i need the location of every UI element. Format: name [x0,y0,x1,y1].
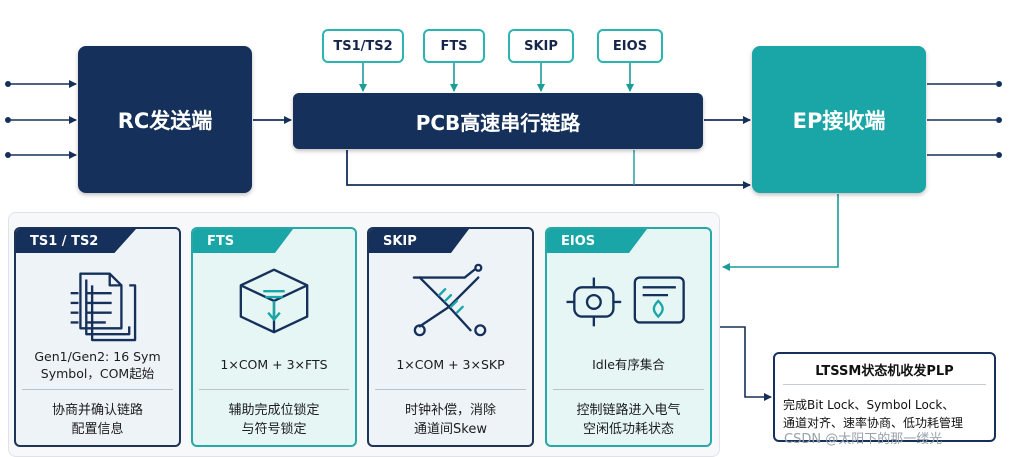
card-format: Idle有序集合 [547,342,710,387]
tag-eios: EIOS [597,29,663,63]
watermark: CSDN @太阳下的那一缕光 [784,432,943,447]
ep-label: EP接收端 [792,108,886,133]
ltssm-description: 完成Bit Lock、Symbol Lock、 通道对齐、速率协商、低功耗管理 [783,396,988,432]
ltssm-description-line: 完成Bit Lock、Symbol Lock、 [783,398,955,412]
lock-cube-icon [239,268,309,334]
tag-ts1-ts2: TS1/TS2 [322,29,404,63]
tag-fts: FTS [423,29,485,63]
card-skip: SKIP 1×COM + 3×SKP 时钟补偿，消除 通道间Skew [367,227,534,447]
card-fts: FTS 1×COM + 3×FTS 辅助完成位锁定 与符号锁定 [191,227,357,447]
power-gear-icon [566,276,685,327]
card-description: 辅助完成位锁定 与符号锁定 [193,394,355,445]
card-description-line: 配置信息 [71,422,124,437]
card-format-line: Symbol，COM起始 [40,365,155,381]
pcb-link-block: PCB高速串行链路 [293,93,703,149]
card-title: TS1 / TS2 [16,229,136,253]
card-title: FTS [193,229,293,253]
card-divider [375,389,526,390]
card-description-line: 辅助完成位锁定 [228,403,320,418]
card-format: 1×COM + 3×FTS [193,342,355,387]
tag-skip: SKIP [508,29,574,63]
tag-label: FTS [440,38,468,54]
card-description: 协商并确认链路 配置信息 [16,394,179,445]
card-format-line: 1×COM + 3×SKP [396,357,505,372]
crossing-paths-icon [412,263,487,337]
card-description-line: 空闲低功耗状态 [582,422,674,437]
ltssm-title: LTSSM状态机收发PLP [815,364,954,379]
card-format: 1×COM + 3×SKP [369,342,532,387]
card-divider [199,389,349,390]
card-title: EIOS [547,229,647,253]
card-format-line: 1×COM + 3×FTS [220,357,328,372]
pcb-label: PCB高速串行链路 [415,110,581,135]
ltssm-box: LTSSM状态机收发PLP 完成Bit Lock、Symbol Lock、 通道… [773,352,996,442]
card-description: 时钟补偿，消除 通道间Skew [369,394,532,445]
card-title: SKIP [369,229,469,253]
tag-label: TS1/TS2 [333,38,393,54]
document-stack-icon [70,272,137,342]
card-ts1-ts2: TS1 / TS2 Gen1/Gen2: 16 Sym Symbol，COM起始… [14,227,181,447]
card-description-line: 与符号锁定 [241,422,307,437]
ep-receiver-block: EP接收端 [752,46,926,193]
card-description-line: 通道间Skew [414,422,487,437]
ltssm-description-line: 通道对齐、速率协商、低功耗管理 [783,416,964,430]
card-description-line: 协商并确认链路 [51,403,143,418]
card-description: 控制链路进入电气 空闲低功耗状态 [547,394,710,445]
tag-label: SKIP [524,38,558,54]
card-format-line: Gen1/Gen2: 16 Sym [34,348,161,364]
card-format-line: Idle有序集合 [592,357,665,372]
ltssm-divider [783,384,986,385]
card-divider [553,389,704,390]
card-description-line: 控制链路进入电气 [576,403,681,418]
rc-input-wires [10,80,77,159]
card-format: Gen1/Gen2: 16 Sym Symbol，COM起始 [16,342,179,387]
card-divider [22,389,173,390]
rc-label: RC发送端 [117,108,213,133]
rc-transmitter-block: RC发送端 [78,46,252,193]
tag-label: EIOS [612,38,648,54]
card-eios: EIOS Idle有序集合 控制链路进入电气 空闲低功耗状态 [545,227,712,447]
card-description-line: 时钟补偿，消除 [404,403,496,418]
